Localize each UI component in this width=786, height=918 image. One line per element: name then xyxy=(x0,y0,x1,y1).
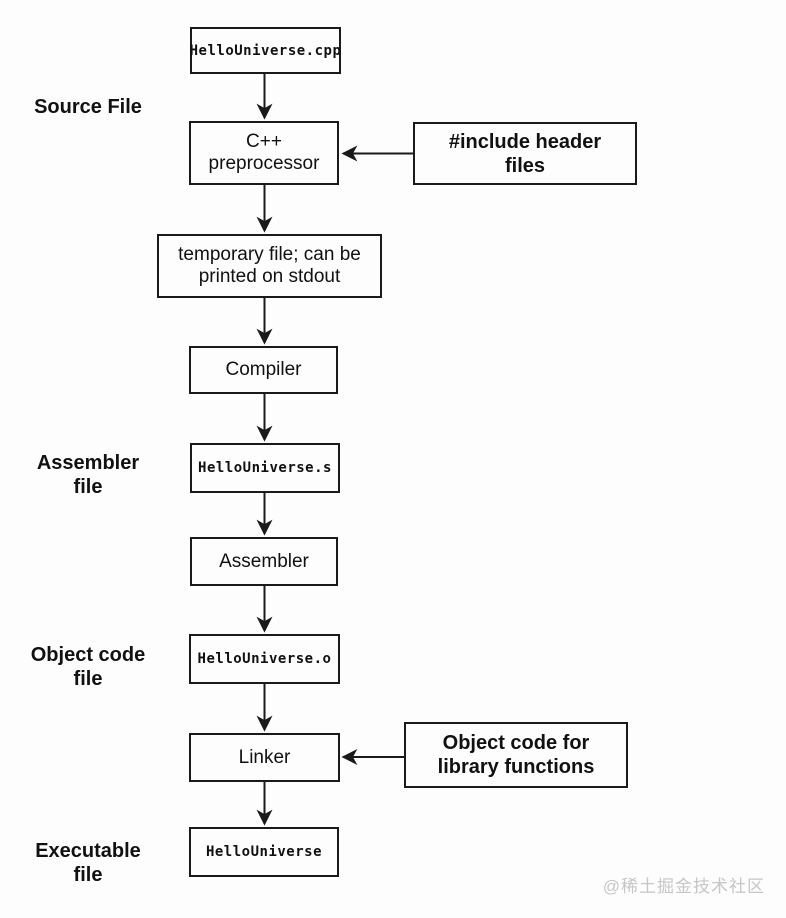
watermark-text: @稀土掘金技术社区 xyxy=(602,877,765,896)
node-source-file-box: HelloUniverse.cpp xyxy=(190,27,341,74)
node-include-headers: #include header files xyxy=(413,122,637,185)
stage-label-object-code-file: Object code file xyxy=(30,644,146,690)
node-library-object-code: Object code for library functions xyxy=(404,722,628,788)
stage-label-assembler-file: Assembler file xyxy=(36,452,140,498)
stage-label-source-file: Source File xyxy=(34,96,142,118)
node-assembler: Assembler xyxy=(190,537,338,586)
node-preprocessor: C++ preprocessor xyxy=(189,121,339,185)
node-temporary-file: temporary file; can be printed on stdout xyxy=(157,234,382,298)
node-compiler: Compiler xyxy=(189,346,338,394)
stage-label-executable-file: Executable file xyxy=(35,840,141,886)
node-assembly-file-box: HelloUniverse.s xyxy=(190,443,340,493)
node-executable-box: HelloUniverse xyxy=(189,827,339,877)
node-object-file-box: HelloUniverse.o xyxy=(189,634,340,684)
node-linker: Linker xyxy=(189,733,340,782)
